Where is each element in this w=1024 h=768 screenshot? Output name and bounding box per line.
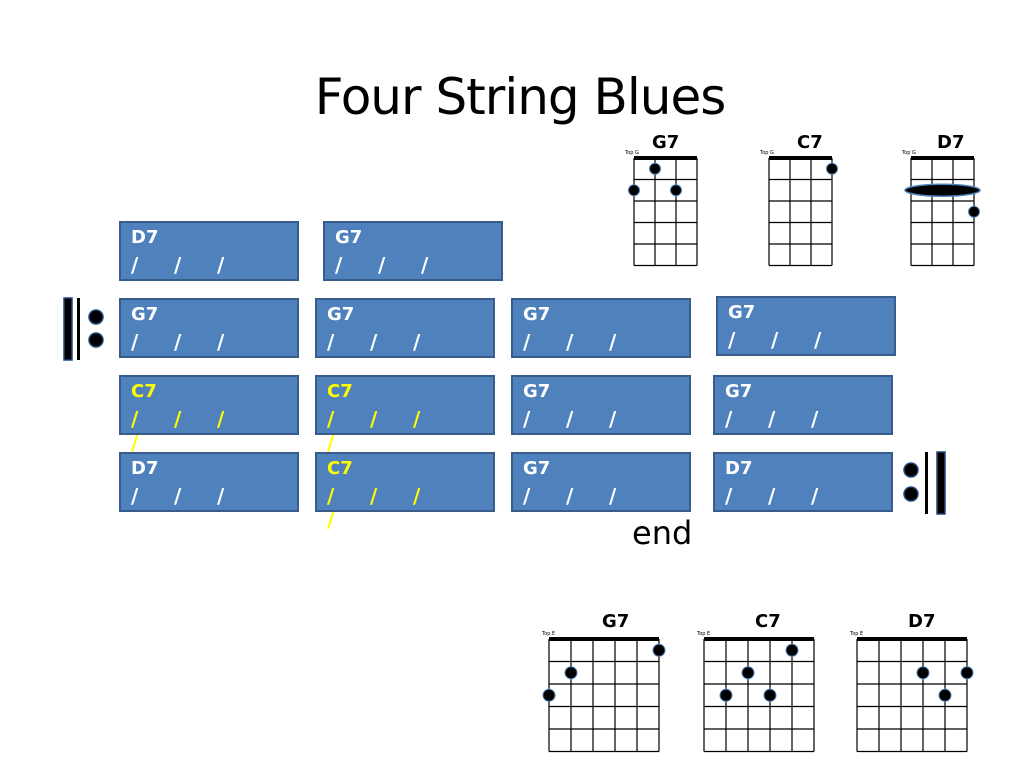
finger-dot: [916, 666, 930, 680]
finger-dot: [960, 666, 974, 680]
finger-dot: [628, 184, 640, 197]
bar-chord-label: G7: [327, 304, 355, 325]
bar-chord-label: D7: [725, 458, 753, 479]
chord-bar: C7 ////: [119, 375, 299, 455]
finger-dot: [741, 666, 755, 680]
finger-dot: [968, 205, 980, 218]
chord-grid: [904, 156, 981, 267]
bar-beats: ////: [523, 484, 617, 532]
bar-chord-label: G7: [335, 227, 363, 248]
bar-chord-label: G7: [523, 381, 551, 402]
top-string-label: Top G: [760, 150, 774, 156]
chord-bar: G7 ////: [315, 298, 495, 378]
finger-dot: [785, 643, 799, 657]
bar-beats: ////: [131, 407, 225, 455]
top-string-label: Top E: [542, 631, 556, 637]
repeat-end-icon: [903, 451, 946, 515]
chord-name: G7: [602, 611, 630, 632]
bar-chord-label: G7: [523, 458, 551, 479]
chord-grid: [768, 156, 838, 267]
top-string-label: Top G: [902, 150, 916, 156]
slide-title: Four String Blues: [314, 68, 727, 126]
ukulele-chord-diagram: Top G C7: [755, 130, 855, 270]
barre-mark: [904, 183, 981, 197]
bar-beats: ////: [725, 407, 819, 455]
bar-chord-label: G7: [725, 381, 753, 402]
bar-beats: ////: [725, 484, 819, 532]
bar-beats: ////: [131, 484, 225, 532]
bar-beats: ////: [335, 253, 429, 301]
finger-dot: [670, 184, 682, 197]
finger-dot: [652, 643, 666, 657]
chord-name: D7: [937, 132, 965, 153]
bar-chord-label: D7: [131, 227, 159, 248]
end-marker: end: [632, 514, 693, 552]
finger-dot: [826, 162, 838, 175]
ukulele-chord-diagram: Top G D7: [897, 130, 997, 270]
chord-bar: G7 ////: [511, 375, 691, 455]
bar-beats: ////: [131, 253, 225, 301]
chord-grid: [703, 637, 815, 753]
bar-beats: ////: [131, 330, 225, 378]
finger-dot: [763, 688, 777, 702]
bar-chord-label: D7: [131, 458, 159, 479]
chord-name: C7: [797, 132, 823, 153]
bar-chord-label: G7: [523, 304, 551, 325]
bar-beats: ////: [327, 330, 421, 378]
guitar-chord-diagram: Top E C7: [693, 608, 823, 758]
chord-grid: [628, 156, 698, 267]
bar-chord-label: G7: [728, 302, 756, 323]
chord-grid: [542, 637, 666, 753]
chord-bar: C7 ////: [315, 452, 495, 532]
bar-beats: ////: [523, 330, 617, 378]
bar-chord-label: C7: [327, 458, 353, 479]
bar-beats: ////: [728, 328, 822, 376]
bar-chord-label: C7: [131, 381, 157, 402]
chord-bar: G7 ////: [119, 298, 299, 378]
chord-name: C7: [755, 611, 781, 632]
guitar-chord-diagram: Top E D7: [846, 608, 976, 758]
chord-bar: G7 ////: [511, 452, 691, 532]
bar-chord-label: G7: [131, 304, 159, 325]
chord-bar: G7 ////: [323, 221, 503, 301]
chord-grid: [856, 637, 974, 753]
finger-dot: [542, 688, 556, 702]
chord-bar: D7 ////: [713, 452, 893, 532]
finger-dot: [938, 688, 952, 702]
chord-bar: D7 ////: [119, 452, 299, 532]
repeat-start-icon: [63, 297, 104, 361]
bar-beats: ////: [327, 484, 421, 532]
chord-bar: D7 ////: [119, 221, 299, 301]
chord-bar: G7 ////: [511, 298, 691, 378]
bar-chord-label: C7: [327, 381, 353, 402]
top-string-label: Top G: [625, 150, 639, 156]
bar-beats: ////: [523, 407, 617, 455]
chord-name: G7: [652, 132, 680, 153]
finger-dot: [564, 666, 578, 680]
top-string-label: Top E: [697, 631, 711, 637]
bar-beats: ////: [327, 407, 421, 455]
top-string-label: Top E: [850, 631, 864, 637]
finger-dot: [649, 162, 661, 175]
chord-name: D7: [908, 611, 936, 632]
chord-bar: G7 ////: [713, 375, 893, 455]
chord-bar: C7 ////: [315, 375, 495, 455]
guitar-chord-diagram: Top E G7: [538, 608, 668, 758]
ukulele-chord-diagram: Top G G7: [620, 130, 720, 270]
finger-dot: [719, 688, 733, 702]
chord-bar: G7 ////: [716, 296, 896, 376]
